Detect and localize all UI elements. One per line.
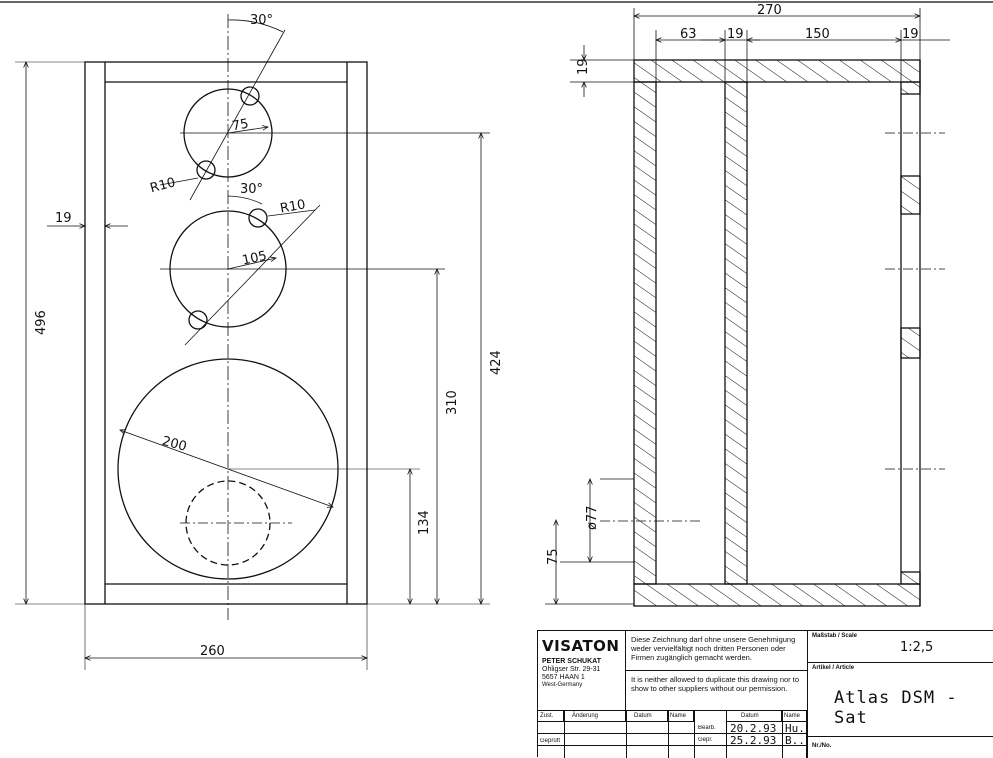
company-name: PETER SCHUKAT — [542, 658, 601, 665]
col-aenderung: Änderung — [564, 711, 626, 722]
label-dim-134: 134 — [417, 510, 432, 535]
article-value: Atlas DSM - Sat — [834, 688, 958, 728]
visaton-logo: VISATON — [542, 637, 620, 655]
label-depth: 270 — [757, 3, 782, 18]
label-angle-top: 30° — [250, 13, 273, 28]
company-city: 5657 HAAN 1 — [542, 674, 585, 681]
front-view-labels: 30° 75 R10 30° R10 105 200 19 496 260 42… — [34, 13, 504, 659]
row-bearb: Bearb. — [698, 725, 716, 731]
label-dim-63: 63 — [680, 27, 697, 42]
side-view-labels: 270 63 19 150 19 19 ø77 75 — [546, 3, 919, 565]
company-box: VISATON PETER SCHUKAT Ohligser Str. 29-3… — [538, 631, 626, 711]
article-label: Artikel / Article — [812, 665, 855, 671]
nr-box: Nr./No. — [808, 737, 993, 758]
side-view — [545, 8, 950, 607]
divider — [694, 711, 695, 758]
revision-row-1 — [538, 722, 808, 734]
bearb-name: Hu. — [785, 722, 805, 734]
label-tweeter-dia: 75 — [231, 117, 250, 135]
scale-value: 1:2,5 — [900, 640, 934, 655]
label-woofer-dia: 200 — [160, 434, 188, 455]
revision-row-2 — [538, 734, 808, 746]
divider — [564, 711, 565, 758]
divider — [668, 711, 669, 758]
scale-label: Maßstab / Scale — [812, 633, 858, 639]
nr-label: Nr./No. — [812, 743, 832, 749]
label-mid-dia: 105 — [241, 249, 268, 269]
gepr-name: B.. — [785, 734, 805, 746]
row-geprueft: Geprüft — [540, 738, 561, 744]
label-port-dia: ø77 — [585, 506, 600, 531]
col-name: Name — [668, 711, 694, 722]
label-radius-top: R10 — [149, 175, 178, 196]
label-radius-mid: R10 — [279, 197, 307, 216]
article-box: Artikel / Article Atlas DSM - Sat — [808, 663, 993, 737]
company-street: Ohligser Str. 29-31 — [542, 666, 601, 673]
notice-de: Diese Zeichnung darf ohne unsere Genehmi… — [626, 631, 808, 671]
title-block: VISATON PETER SCHUKAT Ohligser Str. 29-3… — [537, 630, 993, 758]
label-width: 260 — [200, 644, 225, 659]
label-port-height: 75 — [546, 548, 561, 565]
revision-table: Zust. Änderung Datum Name Datum Name Bea… — [538, 711, 808, 758]
label-dim-310: 310 — [445, 390, 460, 415]
col-name2: Name — [782, 711, 808, 722]
col-zust: Zust. — [538, 711, 564, 722]
scale-box: Maßstab / Scale 1:2,5 — [808, 631, 993, 663]
gepr-date: 25.2.93 — [730, 734, 777, 746]
divider — [806, 711, 808, 758]
bearb-date: 20.2.93 — [730, 722, 777, 734]
col-datum: Datum — [626, 711, 668, 722]
row-gepr: Gepr. — [698, 737, 713, 743]
notice-en: It is neither allowed to duplicate this … — [626, 671, 808, 711]
label-angle-mid: 30° — [240, 182, 263, 197]
label-dim-424: 424 — [489, 350, 504, 375]
divider — [726, 711, 727, 758]
label-panel-thickness: 19 — [55, 211, 72, 226]
col-datum2: Datum — [726, 711, 782, 722]
divider — [782, 711, 783, 758]
label-dim-19-top: 19 — [576, 58, 591, 75]
label-height: 496 — [34, 310, 49, 335]
front-view — [15, 14, 490, 670]
label-dim-150: 150 — [805, 27, 830, 42]
company-country: West-Germany — [542, 682, 583, 688]
divider — [626, 711, 627, 758]
label-dim-19a: 19 — [727, 27, 744, 42]
label-dim-19b: 19 — [902, 27, 919, 42]
